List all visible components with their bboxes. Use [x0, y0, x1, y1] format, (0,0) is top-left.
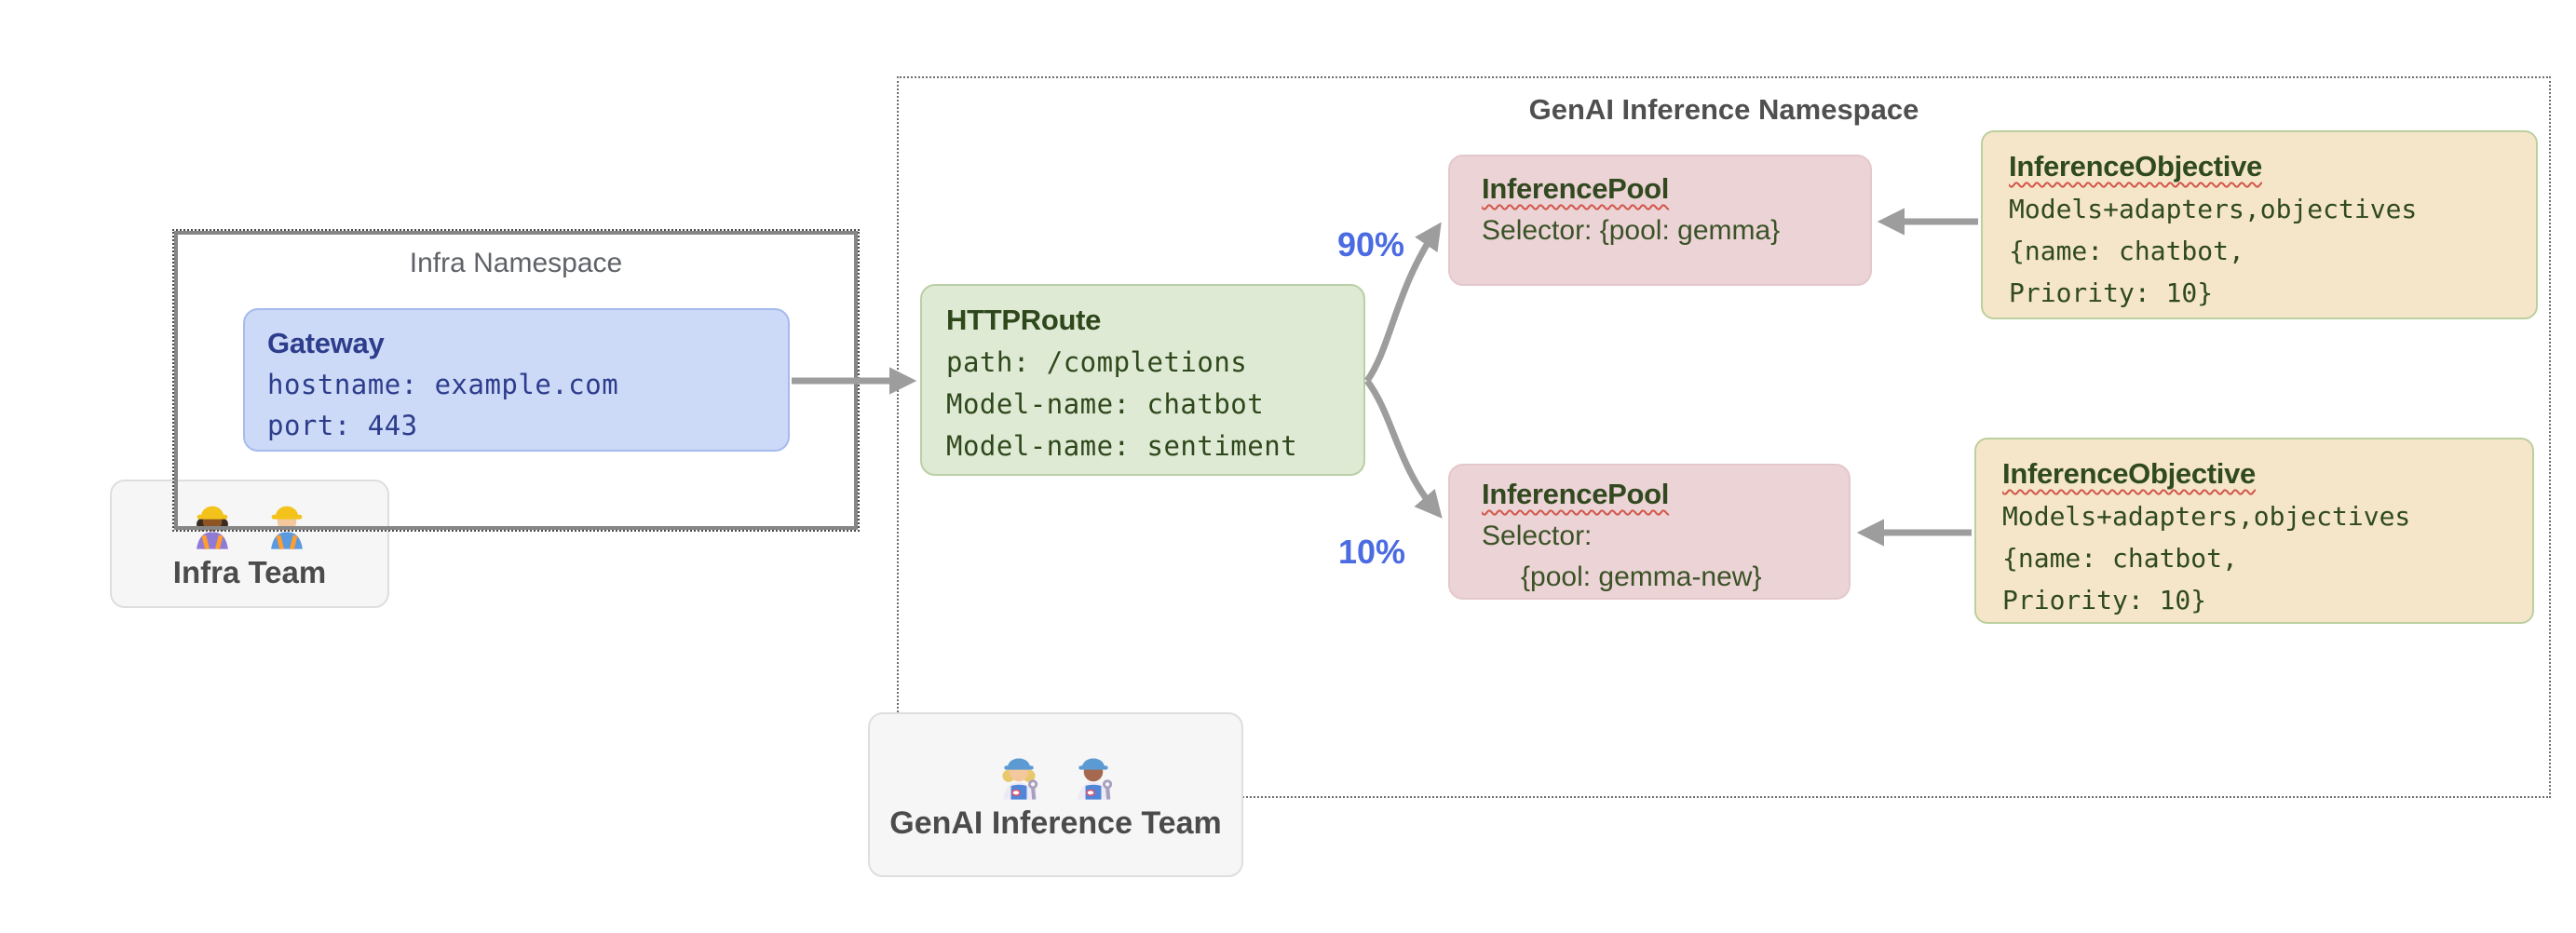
- traffic-split-90-label: 90%: [1336, 225, 1404, 264]
- inferenceobjective-bottom-node: InferenceObjective Models+adapters,objec…: [1974, 438, 2534, 624]
- inferencepool-gemma-title: InferencePool: [1482, 172, 1670, 205]
- httproute-model-sentiment-line: Model-name: sentiment: [946, 430, 1298, 462]
- inferenceobjective-top-models-line: Models+adapters,objectives: [2009, 194, 2418, 224]
- infra-team-icons: [185, 497, 314, 551]
- gateway-hostname-line: hostname: example.com: [267, 369, 619, 400]
- traffic-split-10-label: 10%: [1338, 533, 1406, 571]
- inferencepool-gemma-new-node: InferencePool Selector: {pool: gemma-new…: [1448, 464, 1851, 600]
- genai-team-card: GenAI Inference Team: [868, 712, 1243, 877]
- woman-mechanic-emoji: [1001, 758, 1037, 800]
- gateway-port-line: port: 443: [267, 410, 418, 441]
- gateway-title: Gateway: [267, 327, 385, 359]
- genai-namespace-box: GenAI Inference Namespace: [897, 76, 2551, 798]
- genai-namespace-title: GenAI Inference Namespace: [1528, 93, 1919, 126]
- inferencepool-gemma-new-title: InferencePool: [1482, 478, 1670, 510]
- infra-team-label: Infra Team: [172, 555, 327, 589]
- inferenceobjective-bottom-name-line: {name: chatbot,: [2002, 543, 2238, 574]
- woman-construction-worker-emoji: [197, 506, 228, 550]
- httproute-node: HTTPRoute path: /completions Model-name:…: [920, 284, 1365, 476]
- inferenceobjective-top-name-line: {name: chatbot,: [2009, 236, 2244, 266]
- inferenceobjective-top-node: InferenceObjective Models+adapters,objec…: [1981, 130, 2538, 319]
- infra-namespace-title: Infra Namespace: [409, 248, 623, 278]
- httproute-title: HTTPRoute: [946, 304, 1102, 336]
- httproute-model-chatbot-line: Model-name: chatbot: [946, 388, 1265, 420]
- man-mechanic-emoji: [1077, 758, 1112, 800]
- inferenceobjective-bottom-models-line: Models+adapters,objectives: [2002, 501, 2411, 532]
- gateway-node: Gateway hostname: example.com port: 443: [243, 308, 790, 452]
- man-construction-worker-emoji: [271, 506, 303, 550]
- inferencepool-gemma-selector-line: Selector: {pool: gemma}: [1482, 215, 1781, 246]
- inferencepool-gemma-node: InferencePool Selector: {pool: gemma}: [1448, 155, 1872, 286]
- inferencepool-gemma-new-selector-line: Selector:: [1482, 521, 1593, 551]
- inferenceobjective-bottom-title: InferenceObjective: [2002, 457, 2256, 490]
- inferenceobjective-bottom-priority-line: Priority: 10}: [2002, 585, 2207, 615]
- inferencepool-gemma-new-pool-line: {pool: gemma-new}: [1521, 561, 1762, 592]
- inferenceobjective-top-priority-line: Priority: 10}: [2009, 277, 2214, 308]
- inferenceobjective-top-title: InferenceObjective: [2009, 150, 2262, 183]
- infra-team-card: Infra Team: [110, 480, 389, 608]
- httproute-path-line: path: /completions: [946, 346, 1248, 378]
- genai-team-label: GenAI Inference Team: [889, 805, 1222, 841]
- genai-team-icons: [992, 748, 1120, 802]
